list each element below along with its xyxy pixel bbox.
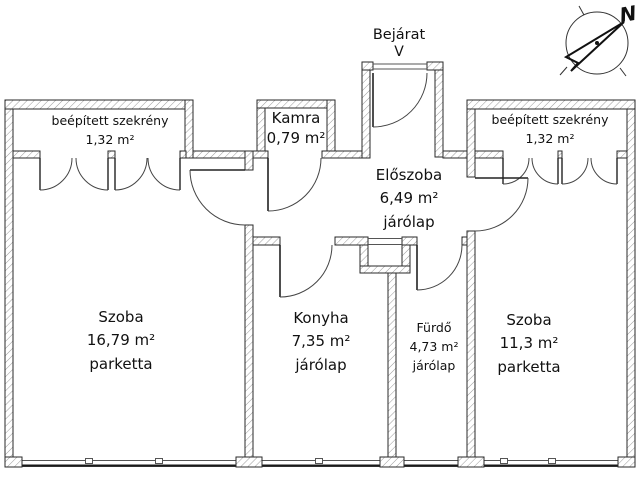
szoba-left-door [189, 169, 246, 226]
wall-top-left [4, 99, 194, 110]
entrance-wall-top-right [426, 61, 444, 71]
room-area: 4,73 m² [409, 338, 459, 354]
compass-north-label: N [617, 0, 639, 28]
vestibule-wall-left [361, 61, 371, 159]
room-floor: járólap [295, 355, 347, 374]
room-name: Szoba [506, 311, 552, 329]
bottom-wall [4, 456, 636, 468]
wall-left [4, 99, 14, 468]
furdo-door [416, 244, 463, 291]
room-label-konyha: Konyha 7,35 m² járólap [261, 307, 381, 377]
room-floor: járólap [383, 212, 435, 231]
room-label-eloszoba: Előszoba 6,49 m² járólap [348, 164, 470, 234]
room-name: beépített szekrény [51, 113, 169, 128]
room-area: 16,79 m² [86, 331, 156, 350]
room-area: 0,79 m² [266, 129, 326, 148]
entrance-label: Bejárat V [349, 26, 449, 62]
entrance-door [372, 72, 428, 128]
wall-top-right [466, 99, 636, 110]
room-area: 1,32 m² [85, 131, 135, 147]
room-floor: parketta [89, 354, 153, 373]
room-area: 11,3 m² [499, 334, 559, 353]
wall-right [626, 99, 636, 468]
wall-szoba-left-lower [244, 224, 254, 468]
window-ticks [85, 458, 556, 464]
entrance-wall-top-left [361, 61, 374, 71]
szoba-right-door [474, 177, 529, 232]
room-area: 1,32 m² [525, 130, 575, 146]
room-name: Kamra [271, 109, 321, 127]
exterior-walls [4, 61, 636, 468]
wardrobe-right-doors [502, 157, 618, 185]
entrance-title: Bejárat [372, 27, 426, 43]
vestibule-wall-right [434, 61, 444, 158]
entrance-arrow-v: V [394, 44, 404, 61]
room-label-wardrobe-left: beépített szekrény 1,32 m² [30, 112, 190, 150]
interior-walls [12, 108, 628, 468]
room-name: Fürdő [416, 320, 452, 335]
room-area: 7,35 m² [291, 332, 351, 351]
room-label-wardrobe-right: beépített szekrény 1,32 m² [470, 111, 630, 149]
niche [359, 244, 411, 274]
room-name: beépített szekrény [491, 112, 609, 127]
konyha-door [279, 244, 333, 298]
room-floor: járólap [412, 357, 456, 373]
wall-szoba-right-upper [466, 108, 476, 178]
niche-opening-lines [368, 238, 402, 245]
room-label-kamra: Kamra 0,79 m² [254, 108, 338, 149]
room-area: 6,49 m² [379, 189, 439, 208]
room-label-szoba-right: Szoba 11,3 m² parketta [469, 309, 589, 379]
room-label-furdo: Fürdő 4,73 m² járólap [394, 319, 474, 375]
wardrobe-left-doors [39, 157, 181, 191]
room-floor: parketta [497, 357, 561, 376]
wall-szoba-left-upper [244, 150, 254, 171]
kamra-door [267, 157, 322, 212]
room-name: Előszoba [375, 166, 443, 184]
room-label-szoba-left: Szoba 16,79 m² parketta [51, 306, 191, 376]
kamra-wall-top [256, 99, 336, 109]
compass-icon [559, 5, 629, 77]
room-name: Konyha [293, 309, 349, 327]
wall-stub-wardrobe-left [184, 99, 194, 159]
room-name: Szoba [98, 308, 144, 326]
doors [39, 63, 618, 298]
